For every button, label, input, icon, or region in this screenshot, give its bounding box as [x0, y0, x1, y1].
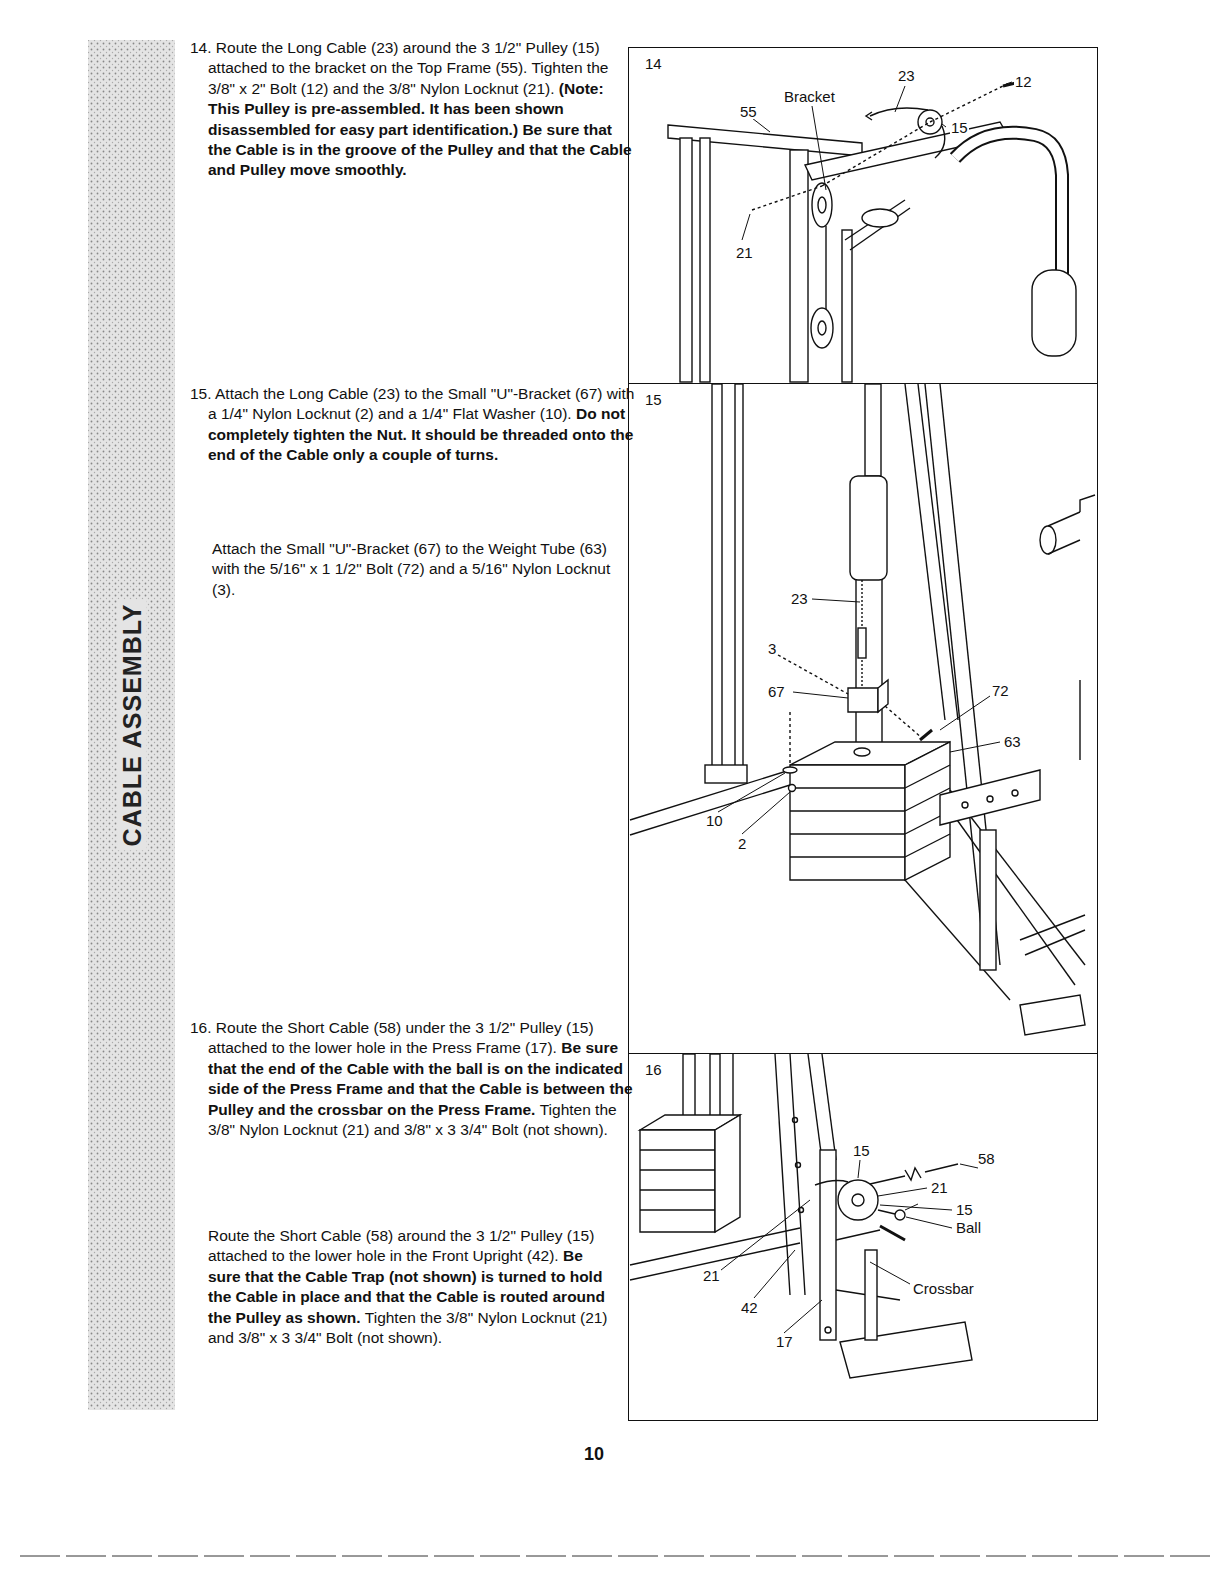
callout-number: 21: [735, 245, 754, 260]
step-number: 16: [643, 1062, 664, 1077]
step-number: 15: [643, 392, 664, 407]
callout-number: 58: [977, 1151, 996, 1166]
callout-number: 17: [775, 1334, 794, 1349]
illustration-panel: 16: [628, 1053, 1098, 1421]
page-number: 10: [584, 1444, 604, 1465]
callout-number: 12: [1014, 74, 1033, 89]
panel-14-drawing: [668, 82, 1076, 382]
callout-number: 72: [991, 683, 1010, 698]
illustration-panel: 15: [628, 383, 1098, 1054]
instruction-paragraph: Route the Short Cable (58) around the 3 …: [208, 1226, 613, 1348]
panel-16-drawing: [630, 1054, 978, 1378]
instruction-text: 14. Route the Long Cable (23) around the…: [190, 39, 608, 97]
callout-number: 55: [739, 104, 758, 119]
callout-number: 63: [1003, 734, 1022, 749]
callout-number: 3: [767, 641, 777, 656]
instruction-text: 16. Route the Short Cable (58) under the…: [190, 1019, 594, 1056]
instruction-paragraph: Attach the Small "U"-Bracket (67) to the…: [212, 539, 612, 600]
callout-number: 21: [702, 1268, 721, 1283]
callout-number: 23: [897, 68, 916, 83]
sidebar-band: [88, 40, 175, 1410]
callout-number: 15: [955, 1202, 974, 1217]
panel-15-drawing: [630, 384, 1095, 1035]
instruction-text: Attach the Small "U"-Bracket (67) to the…: [212, 540, 610, 598]
instruction-paragraph: 14. Route the Long Cable (23) around the…: [190, 38, 638, 181]
callout-number: 15: [950, 120, 969, 135]
callout-number: 2: [737, 836, 747, 851]
callout-number: 10: [705, 813, 724, 828]
callout-number: 15: [852, 1143, 871, 1158]
illustration-panel: 14: [628, 47, 1098, 384]
instruction-paragraph: 15. Attach the Long Cable (23) to the Sm…: [190, 384, 638, 466]
instruction-text: Route the Short Cable (58) around the 3 …: [208, 1227, 594, 1264]
instruction-text: 15. Attach the Long Cable (23) to the Sm…: [190, 385, 634, 422]
part-label: Crossbar: [912, 1281, 975, 1296]
instruction-paragraph: 16. Route the Short Cable (58) under the…: [190, 1018, 638, 1140]
callout-number: 21: [930, 1180, 949, 1195]
part-label: Ball: [955, 1220, 982, 1235]
part-label: Bracket: [783, 89, 836, 104]
section-title: CABLE ASSEMBLY: [118, 600, 147, 851]
callout-number: 42: [740, 1300, 759, 1315]
callout-number: 23: [790, 591, 809, 606]
step-number: 14: [643, 56, 664, 71]
callout-number: 67: [767, 684, 786, 699]
